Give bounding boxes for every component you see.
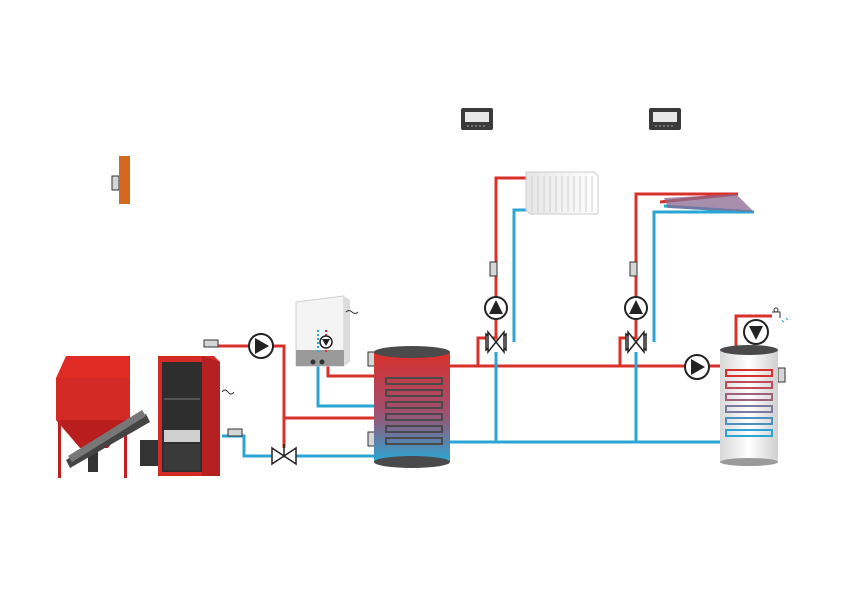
gas-boiler-return bbox=[316, 358, 378, 408]
dhw-recirculation-pump bbox=[743, 319, 769, 345]
wall-hung-gas-boiler bbox=[295, 295, 359, 367]
radiator-circuit-supply bbox=[476, 176, 526, 366]
floor-mixing-valve bbox=[625, 329, 647, 355]
sensor-boiler-return bbox=[227, 428, 243, 437]
dhw-charging-pump bbox=[684, 354, 710, 380]
sensor-buffer-top bbox=[367, 351, 376, 367]
boiler-supply-pipe bbox=[214, 344, 286, 448]
sensor-outdoor-mount bbox=[111, 175, 120, 191]
radiator-circuit-return bbox=[494, 208, 526, 442]
dhw-tank bbox=[720, 345, 778, 466]
buffer-coil bbox=[385, 377, 443, 445]
underfloor-heating-loop bbox=[664, 194, 754, 212]
radiator-mixing-valve bbox=[485, 329, 507, 355]
dhw-coil bbox=[725, 369, 773, 437]
boiler-return-3way-valve bbox=[271, 444, 297, 466]
sensor-boiler-supply bbox=[203, 339, 219, 348]
sensor-dhw-tank bbox=[777, 367, 786, 383]
sensor-buffer-bottom bbox=[367, 431, 376, 447]
buffer-tank bbox=[374, 346, 450, 468]
temperature-sensors bbox=[111, 175, 786, 447]
sensor-floor-circuit bbox=[629, 261, 638, 277]
outdoor-temperature-sensor-icon bbox=[119, 156, 130, 204]
thermostat-icon bbox=[461, 108, 493, 130]
boiler-circulation-pump bbox=[248, 333, 274, 359]
thermostat-icon bbox=[649, 108, 681, 130]
boiler-return-pipe bbox=[222, 434, 378, 458]
pellet-hopper bbox=[56, 356, 160, 478]
sensor-radiator-circuit bbox=[489, 261, 498, 277]
dhw-recirc-hot bbox=[734, 314, 772, 346]
radiator-circuit-pump bbox=[484, 296, 508, 320]
hot-water-tap-icon bbox=[772, 307, 789, 323]
pellet-boiler bbox=[158, 356, 235, 476]
floor-circuit-pump bbox=[624, 296, 648, 320]
radiator bbox=[525, 171, 599, 215]
